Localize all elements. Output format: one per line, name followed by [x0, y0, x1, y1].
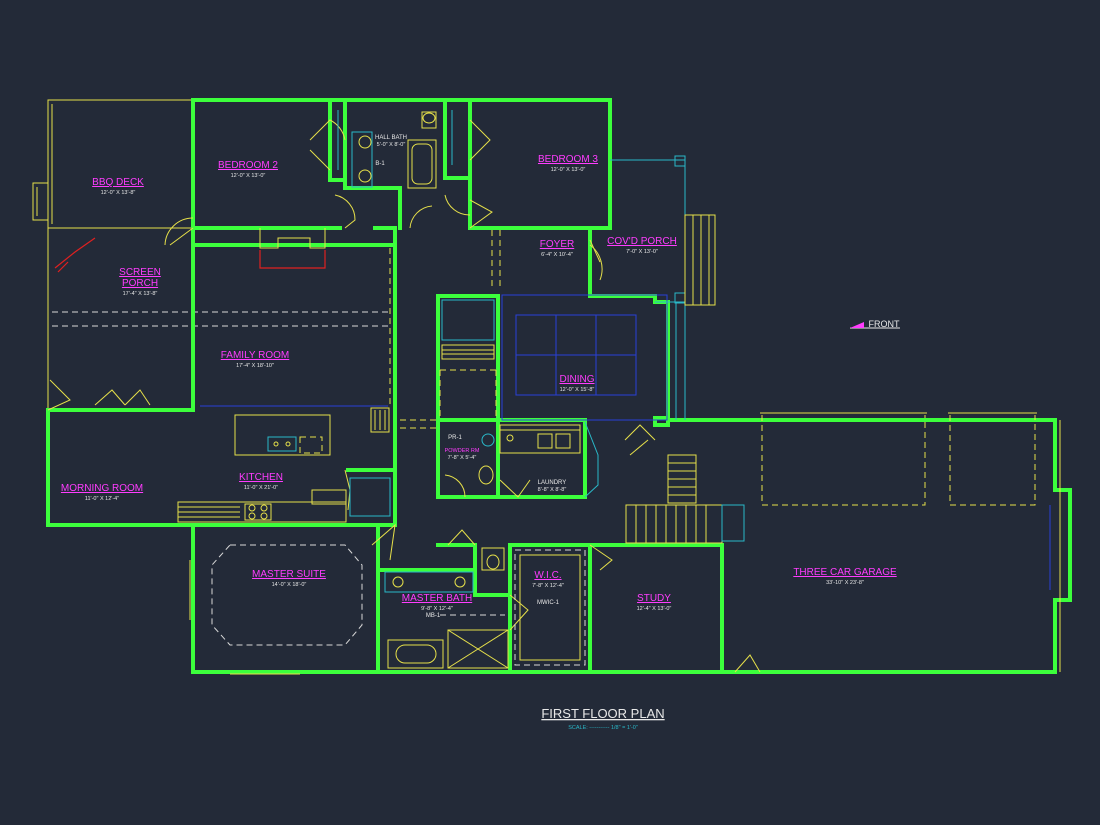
room-dim-dining: 12'-0" X 15'-8"	[560, 387, 595, 393]
plan-scale: SCALE: ----------- 1/8" = 1'-0"	[568, 725, 638, 731]
porch-structure	[610, 155, 716, 420]
room-label-study: STUDY	[637, 593, 671, 604]
fireplace	[259, 228, 326, 269]
room-label-wic: W.I.C.	[534, 570, 561, 581]
room-dim-master-suite: 14'-0" X 18'-0"	[272, 582, 307, 588]
room-dim-family-room: 17'-4" X 18'-10"	[236, 363, 274, 369]
garage-details	[625, 412, 1061, 672]
room-dim-laundry: 8'-8" X 8'-8"	[538, 487, 567, 493]
room-dim-study: 12'-4" X 13'-0"	[637, 606, 672, 612]
room-label-covd-porch: COV'D PORCH	[607, 236, 677, 247]
master-bath-fixtures	[384, 547, 509, 669]
room-label-bbq-deck: BBQ DECK	[92, 177, 144, 188]
room-label-screen-porch-1: SCREEN	[119, 267, 161, 278]
front-arrow-icon	[850, 322, 900, 329]
hall-closets	[400, 230, 501, 429]
front-label: FRONT	[869, 319, 900, 329]
room-code-master-bath: MB-1	[426, 613, 441, 619]
room-label-master-bath: MASTER BATH	[402, 593, 472, 604]
room-dim-wic: 7'-8" X 12'-4"	[532, 583, 564, 589]
room-dim-morning-room: 11'-0" X 12'-4"	[85, 496, 119, 502]
room-label-laundry: LAUNDRY	[538, 480, 567, 486]
room-dim-bedroom-3: 12'-0" X 13'-0"	[551, 167, 586, 173]
room-dim-covd-porch: 7'-0" X 13'-0"	[626, 249, 658, 255]
room-dim-hall-bath: 5'-0" X 8'-0"	[377, 142, 406, 148]
room-code-hall-bath: B-1	[375, 161, 385, 167]
room-label-bedroom-2: BEDROOM 2	[218, 160, 278, 171]
room-labels: BBQ DECK 12'-0" X 13'-8" BEDROOM 2 12'-0…	[61, 135, 900, 619]
room-label-dining: DINING	[560, 374, 595, 385]
room-dim-screen-porch: 17'-4" X 13'-8"	[123, 291, 158, 297]
room-dim-powder: 7'-8" X 5'-4"	[448, 455, 477, 461]
room-dim-foyer: 6'-4" X 10'-4"	[541, 252, 573, 258]
room-label-bedroom-3: BEDROOM 3	[538, 154, 598, 165]
screen-porch-outline	[47, 228, 390, 408]
plan-title: FIRST FLOOR PLAN	[541, 706, 664, 721]
room-label-family-room: FAMILY ROOM	[221, 350, 290, 361]
room-dim-master-bath: 9'-8" X 12'-4"	[421, 606, 453, 612]
room-label-powder: POWDER RM	[445, 448, 480, 454]
wic-shelving	[514, 549, 586, 666]
hall-bath-fixtures	[337, 110, 453, 189]
interior-walls	[191, 98, 592, 674]
room-label-kitchen: KITCHEN	[239, 472, 283, 483]
room-dim-garage: 33'-10" X 23'-8"	[826, 580, 864, 586]
door-swings	[47, 119, 761, 673]
room-label-foyer: FOYER	[540, 239, 574, 250]
room-dim-bedroom-2: 12'-0" X 13'-0"	[231, 173, 266, 179]
kitchen-cabinets	[177, 407, 391, 523]
room-label-master-suite: MASTER SUITE	[252, 569, 326, 580]
room-dim-kitchen: 11'-0" X 21'-0"	[244, 485, 278, 491]
room-label-garage: THREE CAR GARAGE	[793, 567, 897, 578]
room-code-powder: PR-1	[448, 435, 462, 441]
powder-laundry-fixtures	[478, 421, 599, 498]
room-label-screen-porch-2: PORCH	[122, 278, 158, 289]
dining-table	[501, 294, 668, 421]
room-code-wic: MWIC-1	[537, 600, 560, 606]
room-label-hall-bath: HALL BATH	[375, 135, 407, 141]
master-suite-details	[189, 544, 363, 675]
room-label-morning-room: MORNING ROOM	[61, 483, 143, 494]
bbq-deck-outline	[32, 99, 193, 229]
room-dim-bbq-deck: 12'-0" X 13'-8"	[101, 190, 136, 196]
